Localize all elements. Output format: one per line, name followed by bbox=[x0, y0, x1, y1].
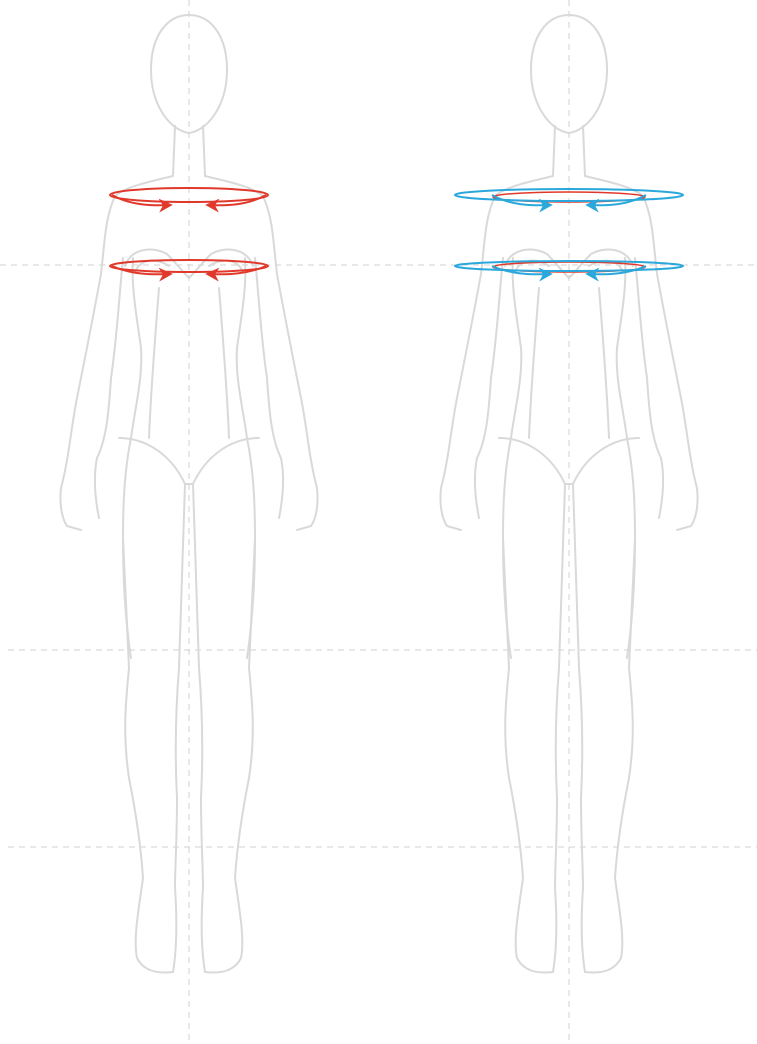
fashion-croquis-diagram bbox=[0, 0, 757, 1044]
guide-lines bbox=[0, 0, 757, 1044]
croquis-svg bbox=[0, 0, 757, 1044]
